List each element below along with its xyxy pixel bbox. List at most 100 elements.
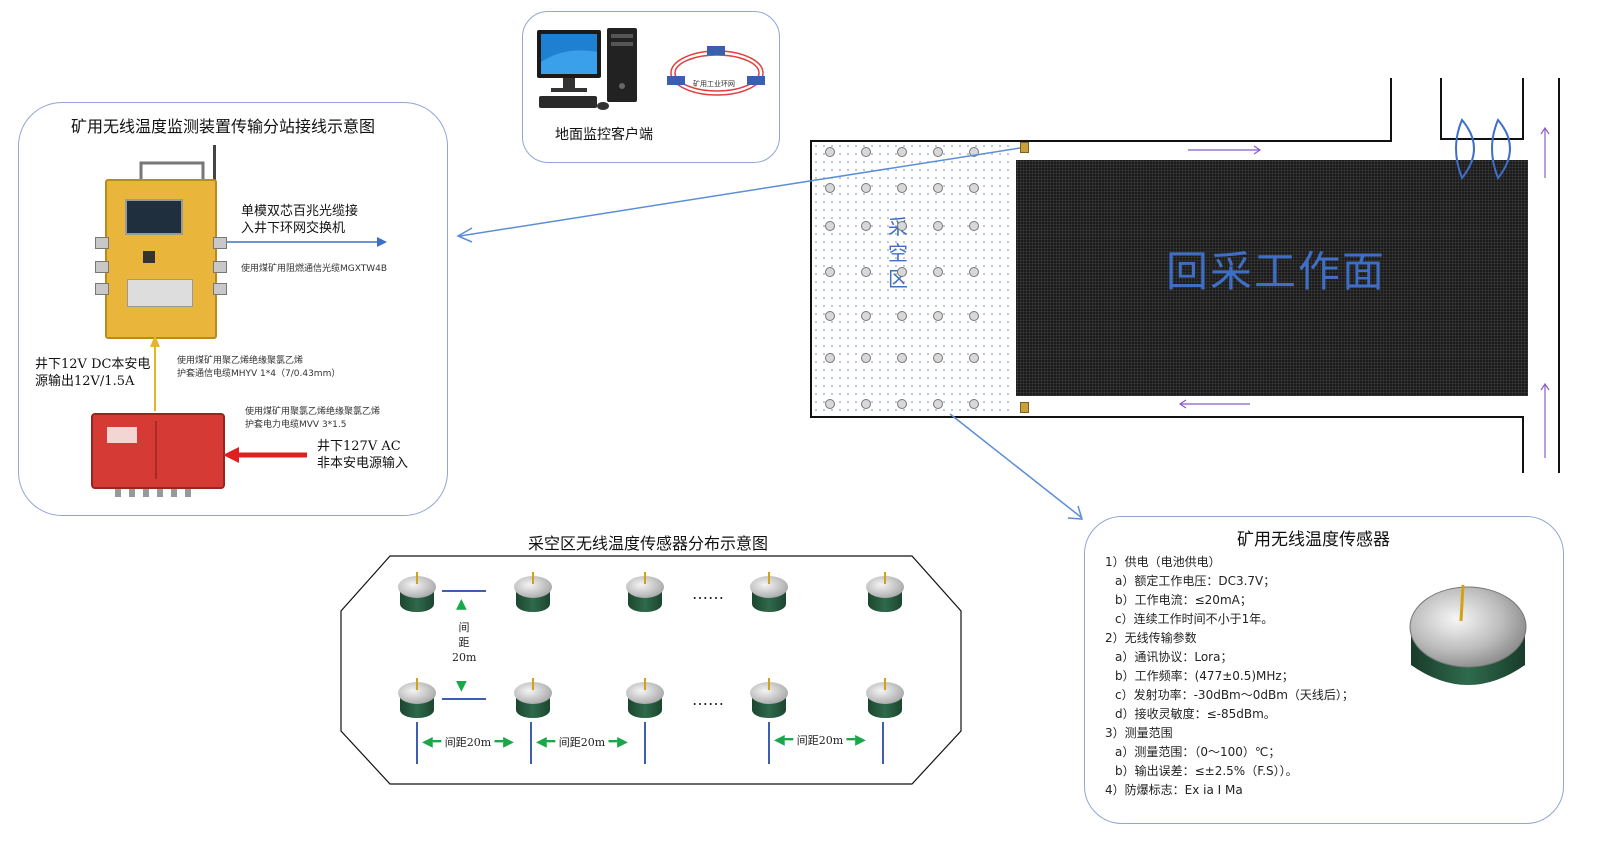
grid-sensor xyxy=(933,311,943,321)
ac-label-2: 非本安电源输入 xyxy=(317,456,409,471)
grid-sensor xyxy=(861,353,871,363)
spacing-tick-4 xyxy=(768,722,770,764)
grid-sensor xyxy=(969,311,979,321)
spacing-h-label-2: 间距20m xyxy=(558,736,606,749)
gland-right-2 xyxy=(213,261,227,273)
fiber-label-1: 单模双芯百兆光缆接 xyxy=(241,204,359,219)
station-marker-top xyxy=(1020,142,1029,153)
spacing-h-label-3: 间距20m xyxy=(796,734,844,747)
dc-label-1: 井下12V DC本安电 xyxy=(35,357,151,372)
roadway-wall-b xyxy=(1440,78,1442,140)
ring-network-label: 矿用工业环网 xyxy=(693,80,735,88)
spacing-line-top xyxy=(442,590,486,592)
sensor-r1-c1 xyxy=(398,572,436,614)
grid-sensor xyxy=(897,399,907,409)
comm-cable-spec-1: 使用煤矿用聚乙烯绝缘聚氯乙烯 xyxy=(177,356,304,366)
grid-sensor xyxy=(861,267,871,277)
fiber-cable-spec: 使用煤矿用阻燃通信光缆MGXTW4B xyxy=(241,264,388,274)
enclosure-handle xyxy=(139,161,205,183)
arrow-right-icon: ━▶ xyxy=(494,734,514,750)
grid-sensor xyxy=(825,353,835,363)
sensor-r2-c5 xyxy=(866,678,904,720)
goaf-sensor-grid xyxy=(825,147,979,409)
grid-sensor xyxy=(897,147,907,157)
gland-right-3 xyxy=(213,283,227,295)
grid-sensor xyxy=(825,183,835,193)
comm-cable-spec-2: 护套通信电缆MHYV 1*4（7/0.43mm） xyxy=(177,369,341,379)
spacing-tick-5 xyxy=(882,722,884,764)
ellipsis-row-2: …… xyxy=(692,690,724,709)
distribution-title: 采空区无线温度传感器分布示意图 xyxy=(528,534,769,553)
sensor-r2-c1 xyxy=(398,678,436,720)
fiber-arrow xyxy=(227,237,387,247)
roadway-wall-d xyxy=(1522,78,1524,140)
station-panel: 矿用无线温度监测装置传输分站接线示意图 单模双芯百兆光缆接 入井下环网交换机 使… xyxy=(18,102,448,516)
dc-label-2: 源输出12V/1.5A xyxy=(35,374,135,389)
airflow-arrows xyxy=(1178,118,1550,458)
grid-sensor xyxy=(969,399,979,409)
grid-sensor xyxy=(897,311,907,321)
gland-left-3 xyxy=(95,283,109,295)
grid-sensor xyxy=(933,353,943,363)
spacing-v-char-1: 间 xyxy=(458,621,470,634)
grid-sensor xyxy=(933,183,943,193)
computer-icon xyxy=(537,28,637,110)
grid-sensor xyxy=(969,353,979,363)
spec-line-11: a）测量范围：（0～100）℃； xyxy=(1115,745,1281,759)
station-marker-bottom xyxy=(1020,402,1029,413)
qr-label xyxy=(143,251,155,263)
roadway-wall-f xyxy=(1522,416,1524,473)
ring-network-icon xyxy=(667,46,765,96)
grid-sensor xyxy=(861,221,871,231)
power-window xyxy=(107,427,137,443)
grid-sensor xyxy=(933,399,943,409)
spec-line-13: 4）防爆标志：Ex ia I Ma xyxy=(1105,783,1243,797)
station-title: 矿用无线温度监测装置传输分站接线示意图 xyxy=(71,117,376,136)
power-cable-spec-2: 护套电力电缆MVV 3*1.5 xyxy=(245,420,347,430)
grid-sensor xyxy=(825,221,835,231)
ellipsis-row-1: …… xyxy=(692,584,724,603)
grid-sensor xyxy=(933,221,943,231)
roadway-bottom-wall xyxy=(810,416,1524,418)
spec-line-10: 3）测量范围 xyxy=(1105,726,1173,740)
spec-line-8: c）发射功率：-30dBm～0dBm（天线后）； xyxy=(1115,688,1354,702)
grid-sensor xyxy=(897,221,907,231)
mine-plan: 采 空 区 回采工作面 xyxy=(810,78,1570,480)
power-cable-spec-1: 使用煤矿用聚氯乙烯绝缘聚氯乙烯 xyxy=(245,407,381,417)
grid-sensor xyxy=(897,353,907,363)
client-caption: 地面监控客户端 xyxy=(555,127,653,143)
power-divider xyxy=(155,421,157,479)
arrow-left-icon: ◀━ xyxy=(536,734,556,750)
station-enclosure xyxy=(95,179,227,339)
distribution-frame xyxy=(340,555,962,785)
sensor-r2-c2 xyxy=(514,678,552,720)
sensor-spec-title: 矿用无线温度传感器 xyxy=(1237,530,1390,550)
spacing-tick-3 xyxy=(644,722,646,764)
spacing-line-bottom xyxy=(442,698,486,700)
client-panel: 矿用工业环网 地面监控客户端 xyxy=(522,11,780,163)
nameplate xyxy=(127,279,193,307)
roadway-left-wall xyxy=(810,140,812,416)
dc-power-arrow xyxy=(150,335,160,411)
power-gland xyxy=(115,489,195,497)
arrow-left-icon: ◀━ xyxy=(774,732,794,748)
grid-sensor xyxy=(861,399,871,409)
spacing-arrow-down: ▼ xyxy=(456,678,467,694)
spacing-v-char-3: 20m xyxy=(452,651,477,664)
roadway-wall-e xyxy=(1558,78,1560,473)
roadway-top-wall xyxy=(810,140,1392,142)
spacing-tick-2 xyxy=(530,722,532,764)
working-face-label: 回采工作面 xyxy=(1166,247,1387,296)
spec-line-9: d）接收灵敏度：≤-85dBm。 xyxy=(1115,707,1276,721)
ac-label-1: 井下127V AC xyxy=(317,439,401,454)
spacing-v-char-2: 距 xyxy=(458,636,470,649)
fiber-label-2: 入井下环网交换机 xyxy=(241,221,346,236)
spec-line-5: 2）无线传输参数 xyxy=(1105,631,1197,645)
sensor-photo xyxy=(1409,584,1527,685)
grid-sensor xyxy=(861,147,871,157)
spec-line-1: 1）供电（电池供电） xyxy=(1105,555,1221,569)
grid-sensor xyxy=(861,183,871,193)
spacing-h-1: ◀━ 间距20m ━▶ xyxy=(422,734,514,750)
grid-sensor xyxy=(969,221,979,231)
grid-sensor xyxy=(825,267,835,277)
